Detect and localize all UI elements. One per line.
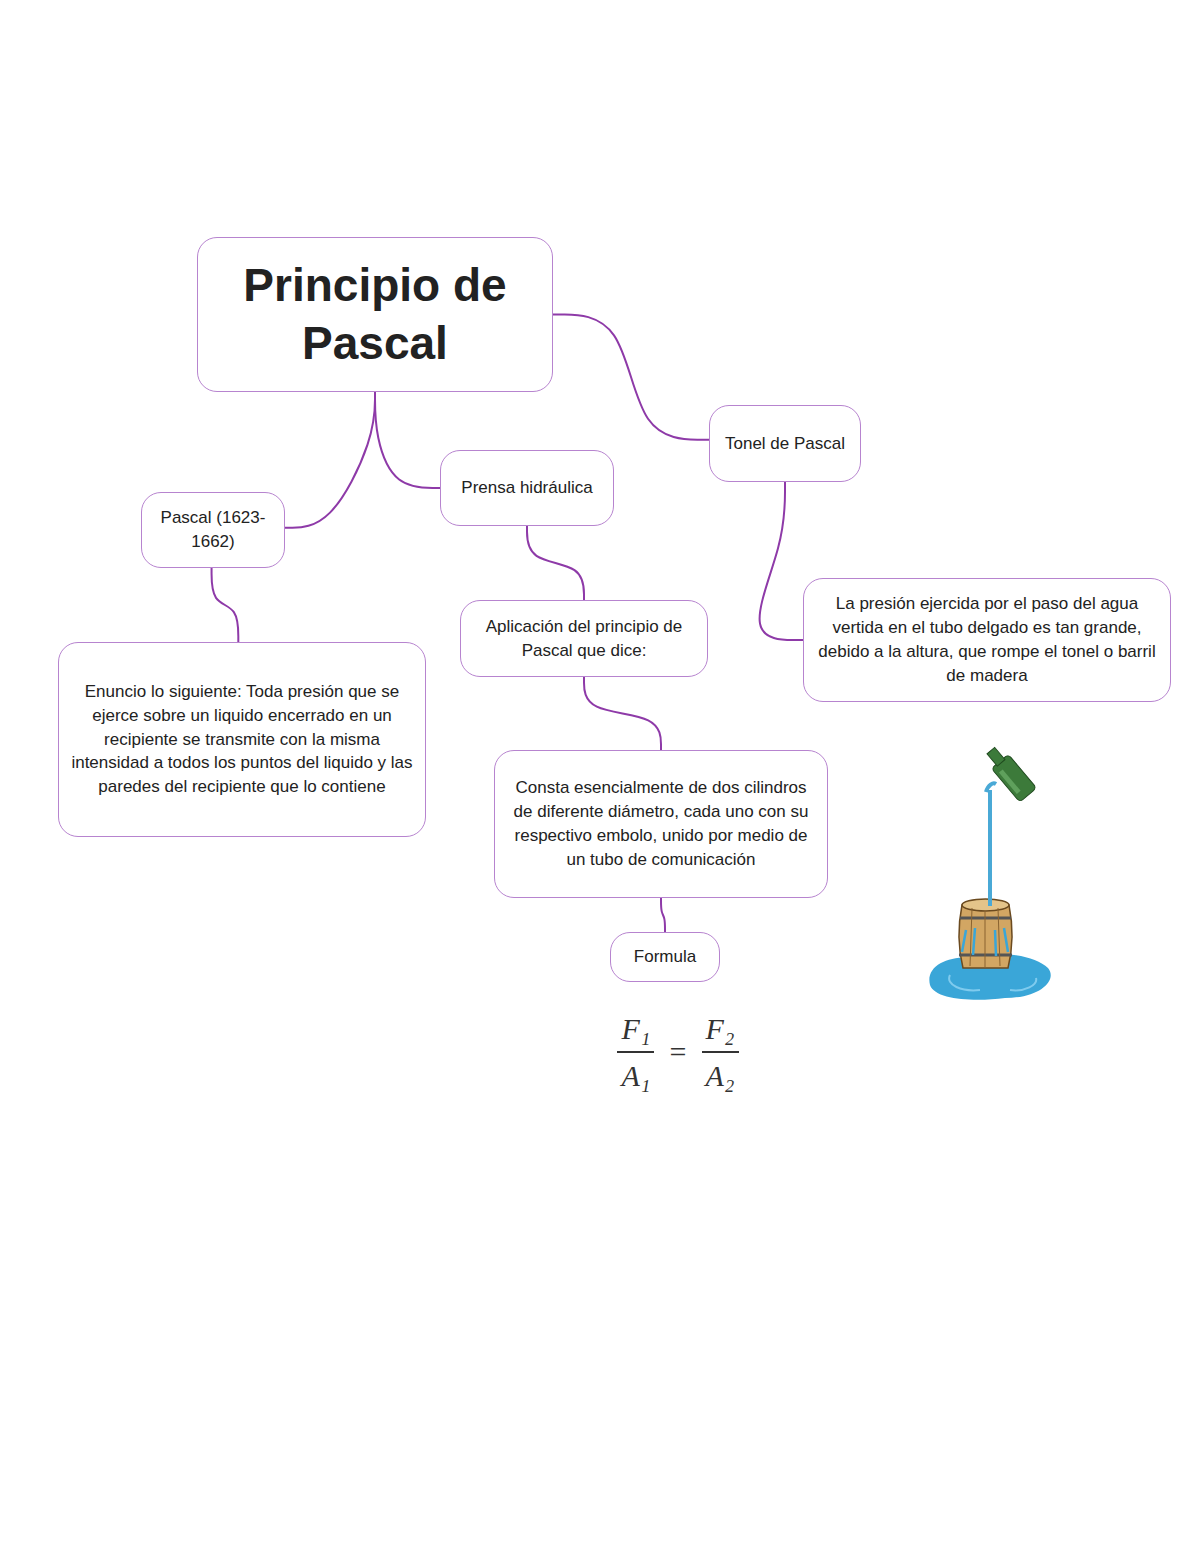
node-text: Principio de Pascal [210, 257, 540, 372]
formula-term: A₁ [622, 1059, 651, 1093]
node-text: Aplicación del principio de Pascal que d… [473, 615, 695, 663]
barrel-illustration [929, 744, 1050, 1000]
fraction-bar [617, 1051, 654, 1053]
connector [584, 677, 661, 750]
formula-equals: = [670, 1035, 687, 1069]
topic-box: Aplicación del principio de Pascal que d… [460, 600, 708, 677]
water-leak [962, 928, 1008, 956]
formula-term: A₂ [706, 1059, 735, 1093]
node-text: Enuncio lo siguiente: Toda presión que s… [71, 680, 413, 799]
formula-term: F₁ [622, 1012, 651, 1046]
title-box: Principio de Pascal [197, 237, 553, 392]
connector [527, 526, 584, 600]
bottle [982, 744, 1036, 803]
water-stream [988, 790, 992, 906]
connector [553, 315, 709, 440]
node-text: Prensa hidráulica [461, 476, 592, 500]
node-text: Tonel de Pascal [725, 432, 845, 456]
connector [661, 898, 665, 932]
node-text: Formula [634, 945, 696, 969]
topic-box: Prensa hidráulica [440, 450, 614, 526]
connector [760, 482, 803, 640]
topic-box: Formula [610, 932, 720, 982]
node-text: La presión ejercida por el paso del agua… [816, 592, 1158, 687]
description-box: Consta esencialmente de dos cilindros de… [494, 750, 828, 898]
barrel-body [959, 905, 1012, 968]
water-spout [986, 783, 996, 792]
connector [212, 568, 239, 642]
description-box: Enuncio lo siguiente: Toda presión que s… [58, 642, 426, 837]
description-box: La presión ejercida por el paso del agua… [803, 578, 1171, 702]
topic-box: Pascal (1623-1662) [141, 492, 285, 568]
topic-box: Tonel de Pascal [709, 405, 861, 482]
fraction-bar [702, 1051, 739, 1053]
connector [285, 392, 375, 528]
formula-term: F₂ [706, 1012, 735, 1046]
connector [375, 392, 440, 488]
barrel-top [962, 899, 1009, 911]
node-text: Consta esencialmente de dos cilindros de… [507, 776, 815, 871]
node-text: Pascal (1623-1662) [154, 506, 272, 554]
puddle-shine [949, 975, 1036, 990]
